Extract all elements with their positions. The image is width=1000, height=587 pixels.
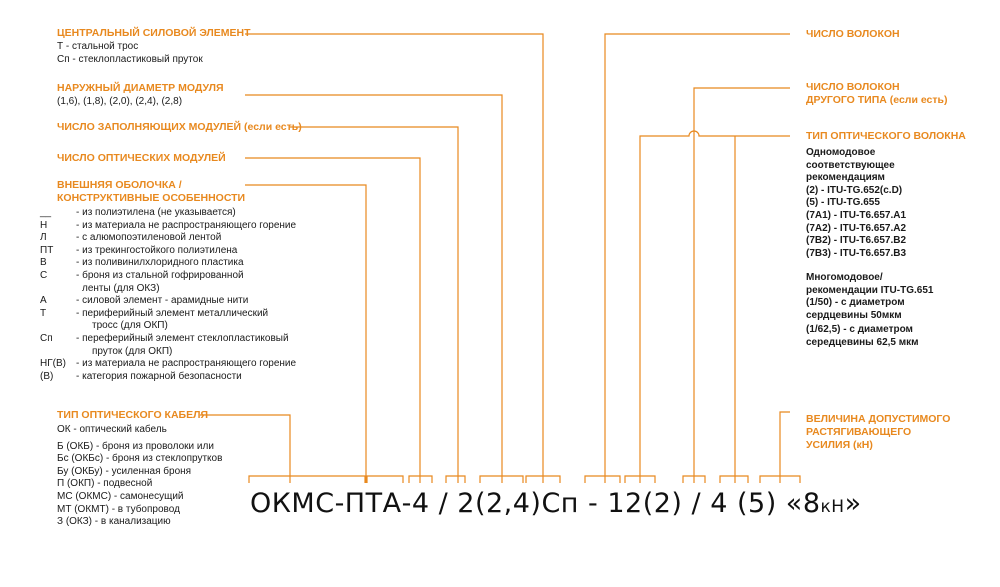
bracket-cable-type [248,475,366,483]
central-element-title: ЦЕНТРАЛЬНЫЙ СИЛОВОЙ ЭЛЕМЕНТ [57,27,251,39]
list-item: Л- с алюмопоэтиленовой лентой [40,232,222,244]
multi-mode-list: Многомодовое/ рекомендации ITU-TG.651 (1… [806,272,933,350]
cable-type-list: ОК - оптический кабель Б (ОКБ) - броня и… [57,424,222,529]
sheath-title-line1: ВНЕШНЯЯ ОБОЛОЧКА / [57,179,182,191]
list-item: сердцевины 50мкм [806,309,902,321]
leader-central [245,33,544,483]
list-item: (7А1) - ITU-T6.657.A1 [806,209,907,221]
list-item: соответствующее [806,159,895,171]
tension-title: ВЕЛИЧИНА ДОПУСТИМОГО РАСТЯГИВАЮЩЕГО УСИЛ… [806,413,951,451]
list-item: Многомодовое/ [806,272,883,283]
module-diameter-title: НАРУЖНЫЙ ДИАМЕТР МОДУЛЯ [57,82,224,94]
optic-modules-title: ЧИСЛО ОПТИЧЕСКИХ МОДУЛЕЙ [57,152,226,164]
bracket-central [525,475,561,483]
list-item: Бу (ОКБу) - усиленная броня [57,465,192,477]
list-item: П (ОКП) - подвесной [57,478,153,490]
list-item: (7В3) - ITU-T6.657.B3 [806,247,907,259]
list-item: (2) - ITU-TG.652(c.D) [806,184,903,196]
list-item: ленты (для ОКЗ) [82,282,160,294]
list-item: МС (ОКМС) - самонесущий [57,490,184,502]
bracket-filler [445,475,466,483]
list-item: пруток (для ОКП) [92,345,173,357]
leader-filler [290,126,459,483]
list-item: Т- периферийный элемент металлический [40,307,269,319]
list-item: Н- из материала не распространяющего гор… [40,219,297,231]
leader-cable-type [200,414,291,483]
fiber-type-title: ТИП ОПТИЧЕСКОГО ВОЛОКНА [806,130,966,142]
list-item: рекомендации ITU-TG.651 [806,284,934,296]
list-item: (7В2) - ITU-T6.657.B2 [806,235,907,247]
list-item: трocс (для ОКП) [92,320,168,332]
sheath-title-line2: КОНСТРУКТИВНЫЕ ОСОБЕННОСТИ [57,192,246,204]
list-item: Одномодовое [806,147,876,158]
list-item: Б (ОКБ) - броня из проволоки или [57,440,214,452]
list-item: В- из поливинилхлоридного пластика [40,257,244,269]
fibers-count-title: ЧИСЛО ВОЛОКОН [806,28,900,40]
list-item: З (ОКЗ) - в канализацию [57,516,171,528]
cable-code-unit: кН [820,497,845,517]
leader-sheath [245,184,367,483]
leader-tension [779,411,790,483]
cable-code: ОКМС-ПТА-4 / 2(2,4)Сп - 12(2) / 4 (5) «8… [250,488,862,519]
list-item: (1/50) - с диаметром [806,297,905,309]
bracket-fiber-type-2 [719,475,749,483]
list-item: НГ(В)- из материала не распространяющего… [40,358,297,370]
list-item: рекомендациям [806,172,885,184]
list-item: (7А2) - ITU-T6.657.A2 [806,222,907,234]
list-item: __- из полиэтилена (не указывается) [40,207,236,218]
cable-code-main: ОКМС-ПТА-4 / 2(2,4)Сп - 12(2) / 4 (5) «8 [250,488,821,519]
bracket-sheath [366,475,404,483]
single-mode-list: Одномодовое соответствующее рекомендация… [806,147,906,260]
leader-optic-modules [245,157,421,483]
cable-code-close: » [844,488,862,519]
list-item: (5) - ITU-TG.655 [806,197,880,209]
list-item: Сп - стеклопластиковый пруток [57,53,203,65]
sheath-title: ВНЕШНЯЯ ОБОЛОЧКА / КОНСТРУКТИВНЫЕ ОСОБЕН… [57,179,245,205]
bracket-optic-modules [408,475,433,483]
list-item: (1/62,5) - с диаметром [806,324,913,336]
list-item: С- броня из стальной гофрированной [40,269,244,281]
sheath-list: __- из полиэтилена (не указывается) Н- и… [40,207,296,383]
list-item: А- силовой элемент - арамидные нити [40,295,249,307]
list-item: ПТ- из трекингостойкого полиэтилена [40,244,238,256]
leader-fiber-type [639,130,790,483]
cable-type-title: ТИП ОПТИЧЕСКОГО КАБЕЛЯ [57,409,208,421]
bracket-diameter [479,475,524,483]
filler-modules-title: ЧИСЛО ЗАПОЛНЯЮЩИХ МОДУЛЕЙ (если есть) [57,121,302,133]
list-item: середцевины 62,5 мкм [806,336,919,348]
central-element-list: Т - стальной трос Сп - стеклопластиковый… [57,41,203,66]
list-item: Т - стальной трос [57,41,139,52]
leader-fibers [604,33,790,483]
bracket-fibers [584,475,621,483]
fibers-other-title: ЧИСЛО ВОЛОКОН ДРУГОГО ТИПА (если есть) [806,81,948,106]
leader-diameter [245,94,503,483]
list-item: (В)- категория пожарной безопасности [40,370,242,382]
list-item: МТ (ОКМТ) - в тубопровод [57,503,180,515]
list-item: Сп- переферийный элемент стеклопластиков… [40,332,289,344]
module-diameter-values: (1,6), (1,8), (2,0), (2,4), (2,8) [57,96,183,107]
leader-fibers-other [693,87,790,483]
list-item: ОК - оптический кабель [57,424,167,435]
list-item: Бс (ОКБс) - броня из стеклопрутков [57,453,223,465]
